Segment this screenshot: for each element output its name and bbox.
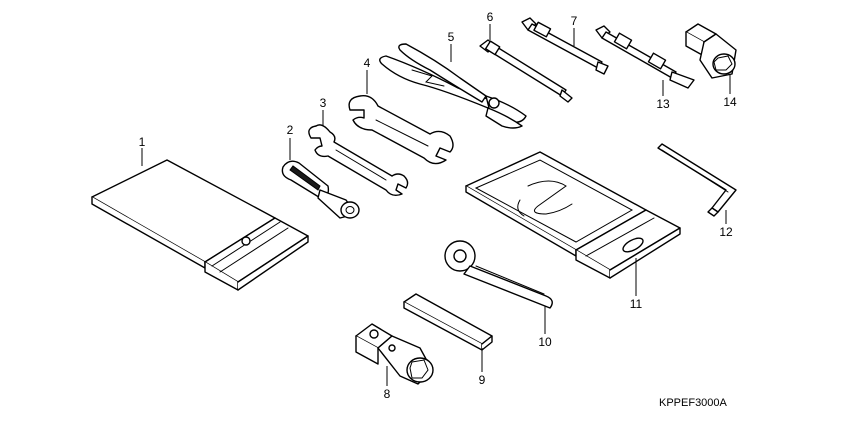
callout-labels: 1 2 3 4 5 6 7 8 9 10 11 12 13 14: [139, 10, 737, 401]
callout-9: 9: [479, 373, 486, 387]
callout-11: 11: [630, 297, 643, 311]
hex-key: [657, 143, 737, 217]
screwdriver-bit: [521, 17, 609, 75]
pliers: [379, 43, 527, 129]
open-end-wrench-large: [348, 95, 454, 165]
screwdriver-handle: [281, 160, 360, 219]
callout-3: 3: [320, 96, 327, 110]
flat-tool: [403, 293, 493, 351]
tool-bag: [91, 159, 309, 291]
callout-14: 14: [723, 95, 737, 109]
callout-4: 4: [364, 56, 371, 70]
screwdriver-shaft: [479, 39, 573, 103]
callout-1: 1: [139, 135, 146, 149]
drawing-code: KPPEF3000A: [659, 397, 728, 409]
ring-spanner: [444, 240, 553, 309]
box-spanner-large: [355, 323, 434, 385]
callout-10: 10: [538, 335, 552, 349]
box-spanner-small: [685, 23, 737, 79]
leader-lines: [141, 24, 731, 386]
callout-13: 13: [656, 97, 670, 111]
document-pouch: [465, 151, 681, 279]
callout-5: 5: [448, 30, 455, 44]
callout-12: 12: [719, 225, 733, 239]
screwdriver-bit-alt: [595, 25, 695, 89]
callout-2: 2: [287, 123, 294, 137]
open-end-wrench-small: [308, 124, 409, 197]
callout-6: 6: [487, 10, 494, 24]
callout-7: 7: [571, 14, 578, 28]
callout-8: 8: [384, 387, 391, 401]
